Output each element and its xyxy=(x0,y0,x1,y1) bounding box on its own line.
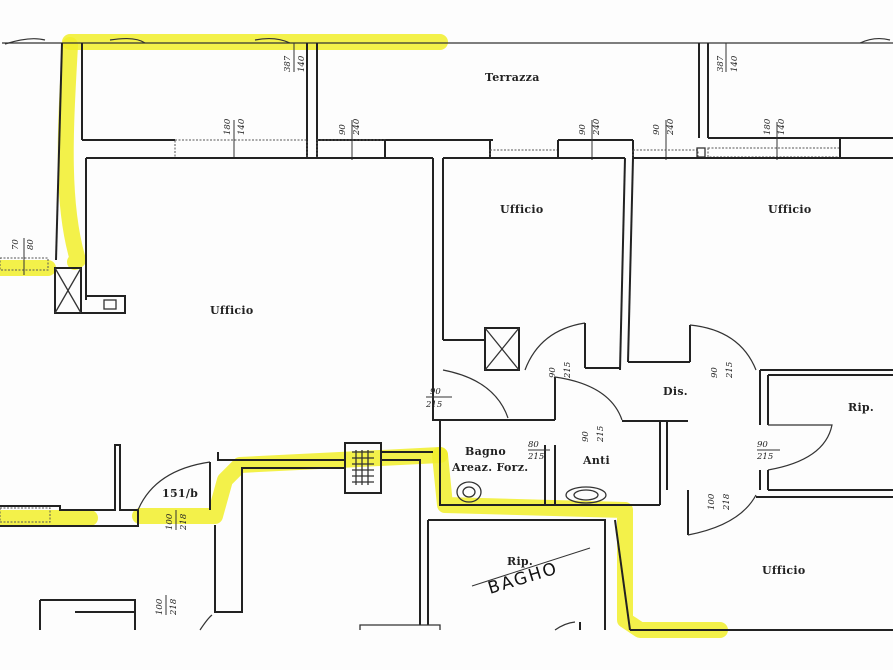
svg-text:180: 180 xyxy=(763,118,773,135)
svg-text:215: 215 xyxy=(425,400,442,410)
room-label-rip-right: Rip. xyxy=(848,401,874,414)
svg-text:100: 100 xyxy=(707,493,717,510)
rip-bottom-room: Rip. BAGHO xyxy=(359,519,631,631)
svg-text:218: 218 xyxy=(179,513,189,531)
svg-text:387: 387 xyxy=(283,55,293,72)
svg-text:90: 90 xyxy=(581,431,591,442)
room-label-rip-bottom: Rip. xyxy=(507,555,533,568)
room-label-ufficio-right: Ufficio xyxy=(768,203,812,216)
terrace-front: 90 240 90 240 90 240 Terrazza xyxy=(316,71,706,160)
svg-text:90: 90 xyxy=(652,124,662,135)
svg-text:215: 215 xyxy=(563,362,573,379)
room-label-ufficio-left: Ufficio xyxy=(210,304,254,317)
svg-text:140: 140 xyxy=(237,118,247,135)
svg-text:90: 90 xyxy=(338,124,348,135)
svg-text:140: 140 xyxy=(777,118,787,135)
svg-text:218: 218 xyxy=(722,493,732,511)
dis-corridor: Dis. xyxy=(622,385,688,490)
door-90-215-left: 90 215 xyxy=(425,369,509,419)
toilet-icon xyxy=(456,481,482,503)
svg-text:215: 215 xyxy=(596,426,606,443)
svg-text:70: 70 xyxy=(11,239,21,250)
window-70-80: 70 80 xyxy=(0,238,49,275)
room-label-bagno-sub: Areaz. Forz. xyxy=(451,461,528,474)
left-corridor-walls xyxy=(55,42,175,300)
svg-text:90: 90 xyxy=(578,124,588,135)
ufficio-bottom-right-walls: Ufficio 100 218 xyxy=(630,490,893,631)
svg-text:90: 90 xyxy=(548,367,558,378)
unit-151b-label: 151/b xyxy=(162,487,198,500)
svg-text:100: 100 xyxy=(155,598,165,615)
svg-text:180: 180 xyxy=(223,118,233,135)
stairs-icon xyxy=(352,450,374,485)
svg-text:218: 218 xyxy=(169,598,179,616)
svg-text:240: 240 xyxy=(666,118,676,136)
upper-right-room-walls: 180 140 387 140 xyxy=(698,43,893,160)
room-label-anti: Anti xyxy=(582,454,610,467)
svg-text:100: 100 xyxy=(165,513,175,530)
lower-corridor: 151/b 100 218 100 218 xyxy=(0,442,433,631)
svg-text:90: 90 xyxy=(430,387,441,397)
svg-text:80: 80 xyxy=(528,440,539,450)
svg-text:215: 215 xyxy=(725,362,735,379)
svg-text:140: 140 xyxy=(730,55,740,72)
room-label-ufficio-bottom-right: Ufficio xyxy=(762,564,806,577)
svg-text:80: 80 xyxy=(26,239,36,250)
svg-text:90: 90 xyxy=(710,367,720,378)
svg-text:240: 240 xyxy=(592,118,602,136)
ufficio-right-walls: Ufficio 90 215 xyxy=(628,157,893,379)
svg-text:387: 387 xyxy=(716,55,726,72)
svg-text:240: 240 xyxy=(352,118,362,136)
svg-text:215: 215 xyxy=(756,452,773,462)
bagno-anti-block: Bagno Areaz. Forz. 80 215 Anti 90 215 xyxy=(432,370,661,506)
svg-text:90: 90 xyxy=(757,440,768,450)
ufficio-center-walls: Ufficio 90 215 xyxy=(443,157,634,379)
svg-text:140: 140 xyxy=(297,55,307,72)
sink-icon xyxy=(565,486,607,504)
exterior-wall-top xyxy=(2,37,893,45)
room-label-terrazza: Terrazza xyxy=(485,71,540,84)
room-label-bagno: Bagno xyxy=(465,445,506,458)
rip-right-room: Rip. 90 215 xyxy=(756,370,893,491)
ufficio-left-walls: Ufficio xyxy=(175,157,444,370)
room-label-dis: Dis. xyxy=(663,385,688,398)
upper-left-room-walls: 180 140 387 140 xyxy=(174,43,318,159)
shaft-left xyxy=(54,267,126,314)
room-label-ufficio-center: Ufficio xyxy=(500,203,544,216)
svg-text:215: 215 xyxy=(527,452,544,462)
